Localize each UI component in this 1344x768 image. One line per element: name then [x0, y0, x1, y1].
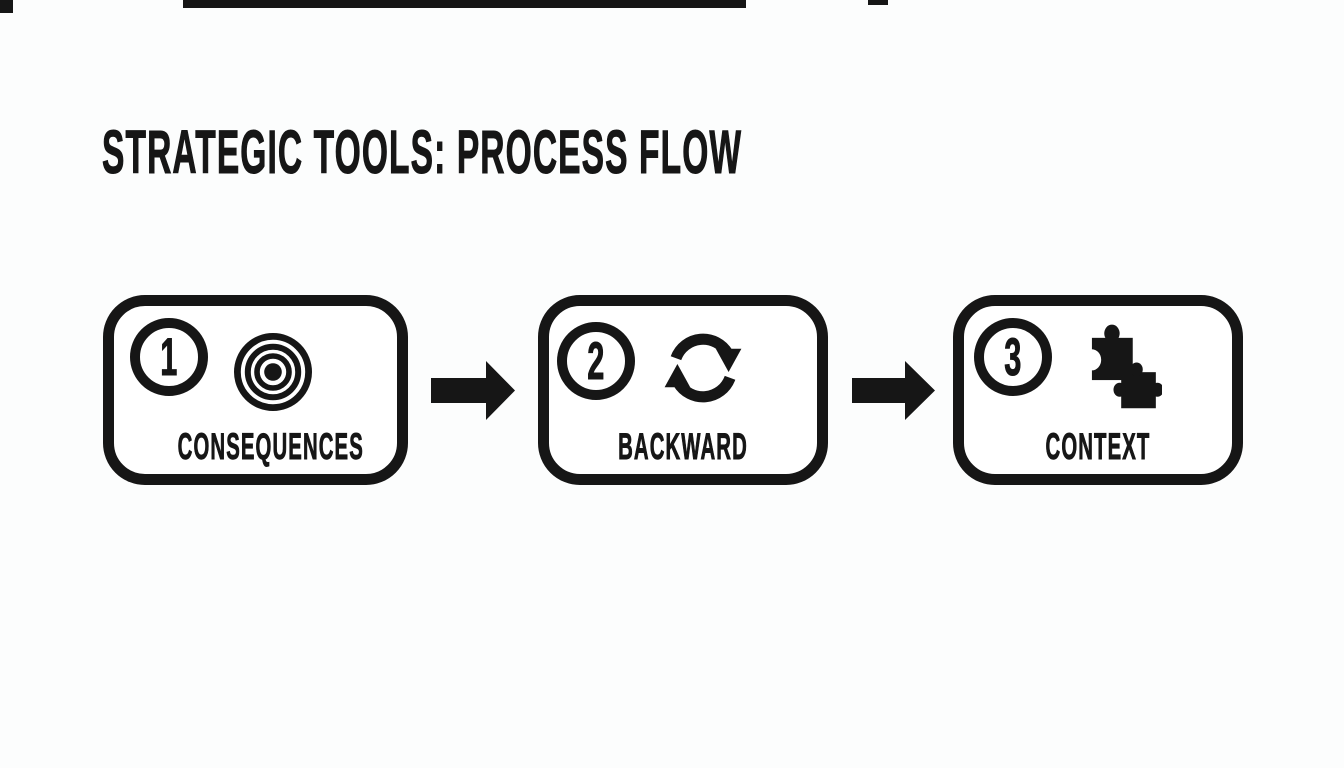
- step-box-backward: 2 BACKWARD: [538, 295, 828, 485]
- page-title: STRATEGIC TOOLS: PROCESS FLOW: [102, 118, 743, 186]
- bullseye-target-icon: [233, 332, 313, 417]
- step-label: CONTEXT: [1045, 426, 1151, 467]
- step-number-badge: 2: [557, 322, 635, 400]
- puzzle-pieces-icon: [1082, 322, 1164, 415]
- edge-artifact-bar: [183, 0, 746, 8]
- flow-arrow-icon: [852, 361, 935, 425]
- step-box-consequences: 1 CONSEQUENCES: [103, 295, 408, 485]
- step-number-badge: 1: [130, 318, 208, 396]
- step-number-badge: 3: [974, 318, 1052, 396]
- step-label: CONSEQUENCES: [177, 426, 364, 467]
- step-label: BACKWARD: [618, 426, 748, 467]
- edge-artifact-corner: [0, 0, 13, 13]
- edge-artifact-mark: [868, 0, 888, 5]
- step-number: 2: [587, 331, 605, 391]
- step-number: 3: [1004, 327, 1022, 387]
- step-box-context: 3 CONTEXT: [953, 295, 1243, 485]
- flow-arrow-icon: [431, 361, 515, 425]
- cycle-arrows-icon: [663, 328, 743, 413]
- step-number: 1: [160, 327, 178, 387]
